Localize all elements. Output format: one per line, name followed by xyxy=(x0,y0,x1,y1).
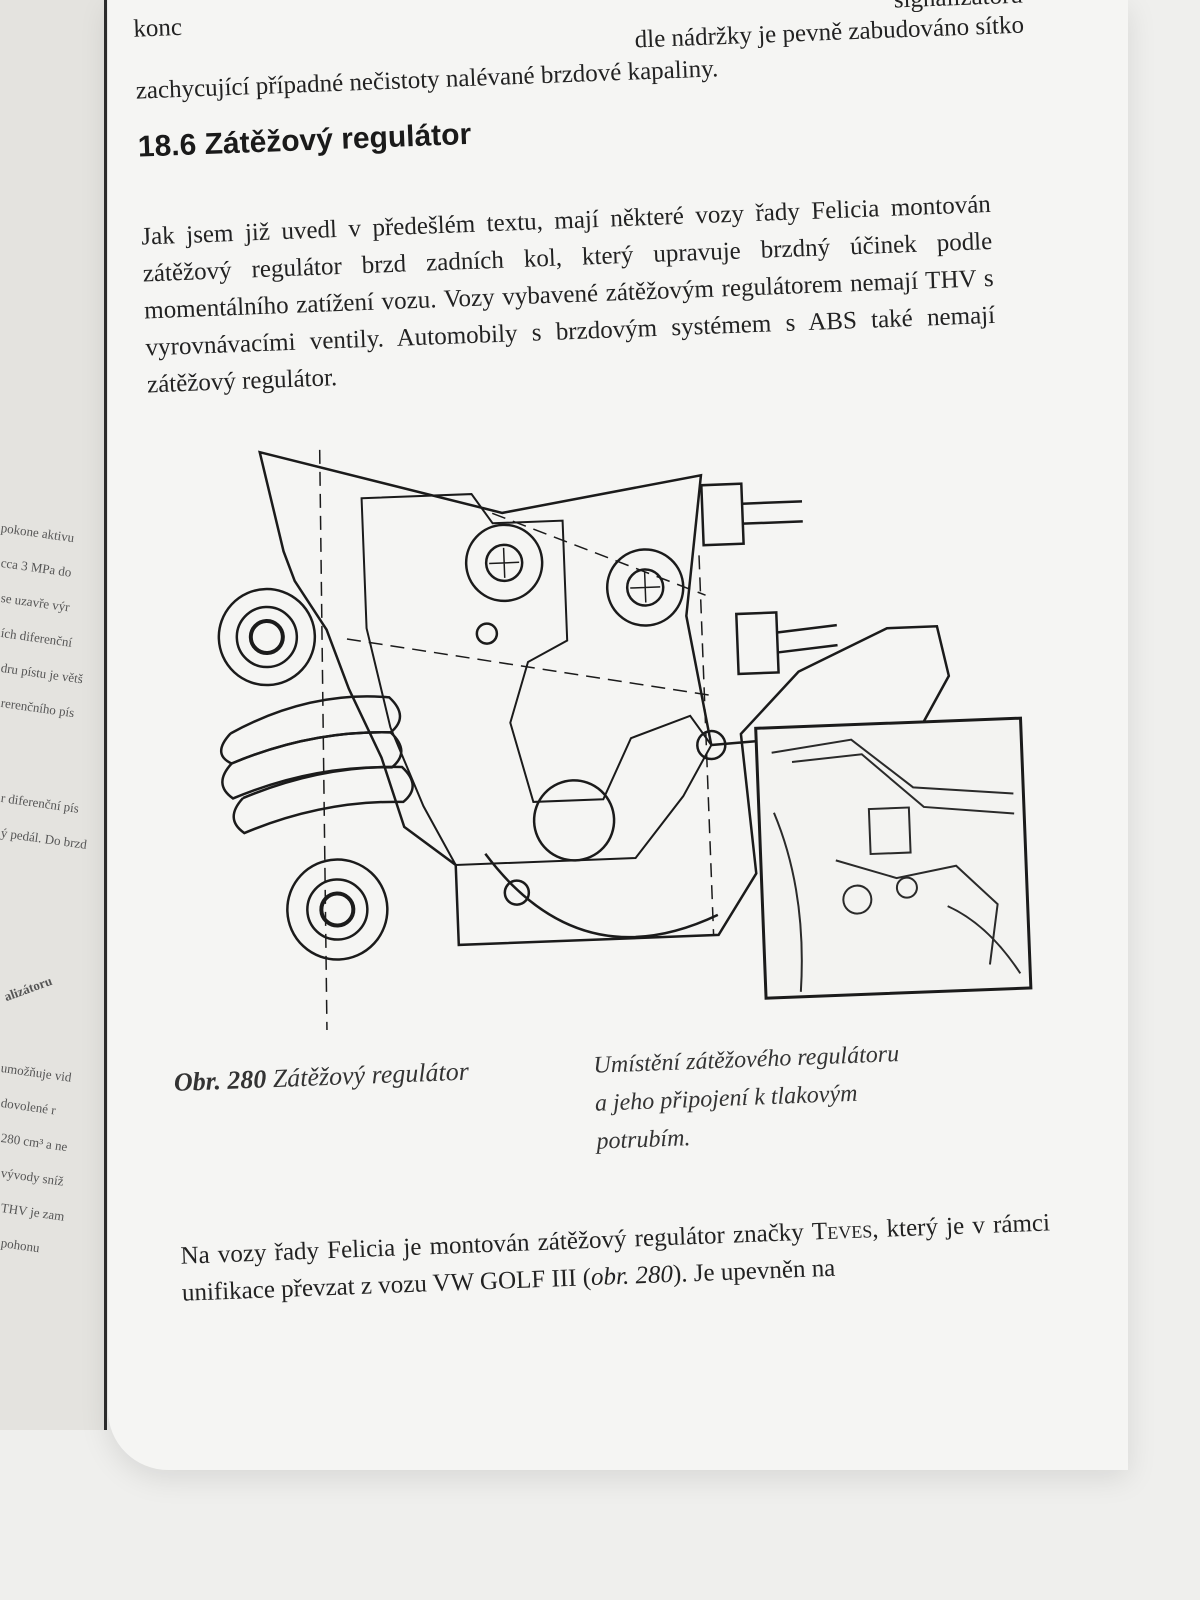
center-line xyxy=(491,512,706,596)
facing-text-fragment: 280 cm³ a ne xyxy=(0,1130,69,1155)
center-line xyxy=(698,555,715,936)
body-curve xyxy=(484,853,719,939)
facing-text-fragment: rerenčního pís xyxy=(0,695,76,721)
section-title: Zátěžový regulátor xyxy=(203,117,472,162)
bolt-cross xyxy=(489,547,520,578)
fixing-bolt-head xyxy=(484,543,524,583)
bolt-cross xyxy=(630,572,661,603)
intro-paragraph: Jak jsem již uvedl v předešlém textu, ma… xyxy=(140,190,996,399)
facing-text-fragment: THV je zam xyxy=(0,1200,66,1224)
pivot-bolt xyxy=(248,619,285,656)
facing-text-fragment: dru pístu je větš xyxy=(0,660,84,687)
lower-pivot-ring xyxy=(286,858,389,961)
valve-cup xyxy=(532,779,616,862)
center-line xyxy=(318,449,328,1031)
facing-text-fragment: se uzavře výr xyxy=(0,590,71,615)
section-number: 18.6 xyxy=(137,128,197,164)
regulator-drawing xyxy=(217,449,1033,1031)
small-hole xyxy=(503,879,531,906)
facing-text-fragment: vývody sníž xyxy=(0,1165,65,1189)
small-hole xyxy=(696,729,727,761)
facing-text-fragment: ý pedál. Do brzd xyxy=(0,825,88,852)
small-hole xyxy=(475,622,499,645)
inset-frame xyxy=(754,716,1033,1000)
fixing-bolt-head xyxy=(625,568,665,607)
fixing-bolt xyxy=(464,523,544,603)
lower-pivot-nut xyxy=(306,878,369,941)
pivot-nut xyxy=(235,605,299,669)
spring-coil xyxy=(221,731,403,800)
inset-view xyxy=(754,716,1033,1000)
pivot-ring xyxy=(217,587,317,687)
fixing-bolt xyxy=(605,548,685,627)
inset-caption: Umístění zátěžového regulátoru a jeho př… xyxy=(593,1041,900,1155)
book-page: konc signalizátoru dle nádržky je pevně … xyxy=(108,0,1128,1470)
inset-frame-member xyxy=(947,905,1022,974)
inset-bolt xyxy=(895,876,918,899)
facing-text-fragment: pohonu xyxy=(0,1235,41,1256)
spring-coil xyxy=(219,695,402,765)
inset-bolt xyxy=(842,884,873,915)
facing-text-fragment: ích diferenční xyxy=(0,625,74,650)
facing-text-fragment: r diferenční pís xyxy=(0,790,80,816)
facing-page: pokone aktivu cca 3 MPa do se uzavře výr… xyxy=(0,0,107,1430)
facing-heading-fragment: alizátoru xyxy=(2,972,54,1005)
page-content: konc signalizátoru dle nádržky je pevně … xyxy=(108,0,1128,1470)
pipe-fitting xyxy=(700,482,745,547)
facing-text-fragment: pokone aktivu xyxy=(0,520,76,546)
facing-text-fragment: dovolené r xyxy=(0,1095,57,1118)
center-line xyxy=(346,638,710,696)
inset-frame-member xyxy=(773,812,803,992)
inset-bracket xyxy=(835,859,999,965)
spring-coil xyxy=(232,765,414,835)
brake-pipe xyxy=(776,623,838,654)
figure-reference: obr. 280 xyxy=(590,1260,674,1292)
inset-pipe xyxy=(771,738,1014,795)
pipe-fitting xyxy=(734,611,780,676)
inset-regulator xyxy=(867,806,912,856)
lower-pivot-bolt xyxy=(319,891,356,928)
bottom-paragraph: Na vozy řady Felicia je montován zátěžov… xyxy=(180,1204,1052,1311)
figure-caption-text: Zátěžový regulátor xyxy=(272,1056,470,1094)
inset-pipe xyxy=(791,753,1015,815)
section-heading: 18.6 Zátěžový regulátor xyxy=(137,118,472,165)
bottom-text-3: ). Je upevněn na xyxy=(672,1254,836,1288)
regulator-plate xyxy=(360,493,713,866)
facing-text-fragment: umožňuje vid xyxy=(0,1060,73,1085)
brand-name: Teves xyxy=(811,1216,873,1246)
figure-caption: Obr. 280 Zátěžový regulátor xyxy=(173,1057,469,1098)
facing-text-fragment: cca 3 MPa do xyxy=(0,555,73,580)
figure-label: Obr. 280 xyxy=(173,1064,267,1097)
regulator-housing xyxy=(258,450,951,947)
brake-pipe xyxy=(742,500,803,525)
